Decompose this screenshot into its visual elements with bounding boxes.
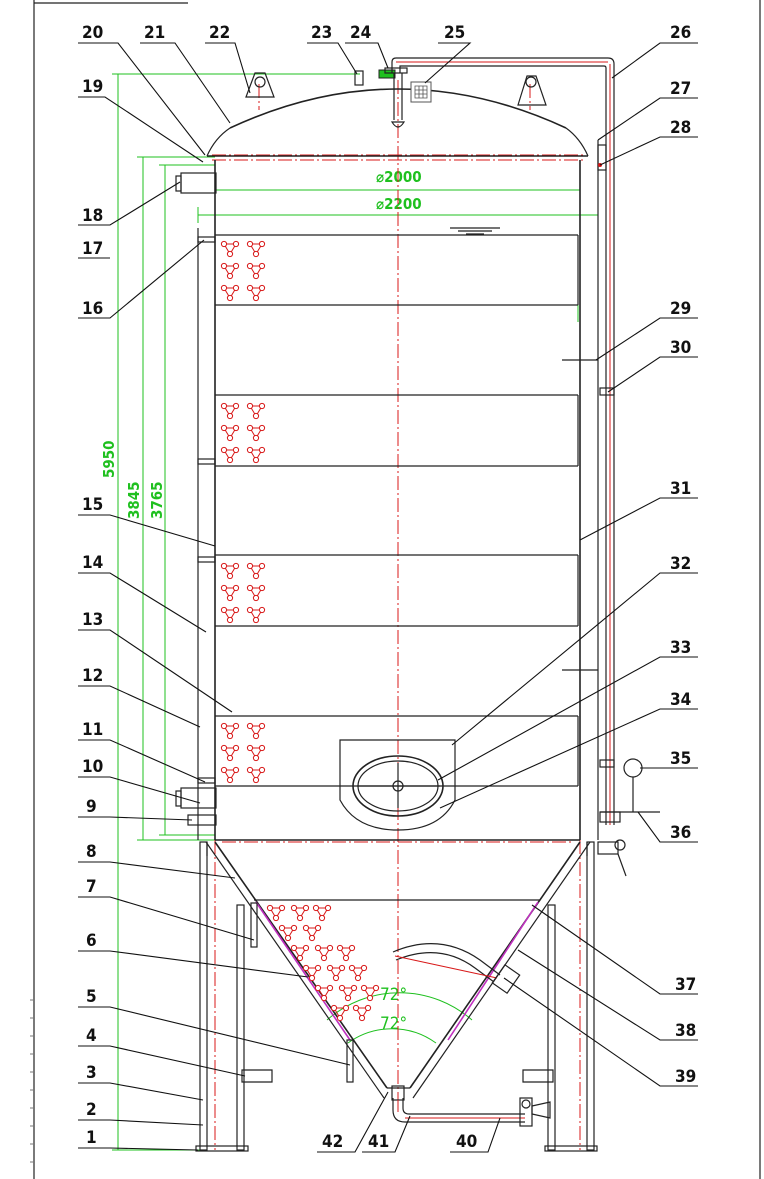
manway-door <box>339 739 456 831</box>
callouts-left: 20 21 22 23 24 25 19 18 17 16 15 14 13 1… <box>82 23 465 1148</box>
label-39: 39 <box>675 1067 696 1087</box>
dim-cone-angle-inner: 72° <box>380 1014 407 1034</box>
dim-inner-diameter: ⌀2000 <box>376 168 422 186</box>
label-41: 41 <box>368 1132 389 1152</box>
label-17: 17 <box>82 239 103 259</box>
label-25: 25 <box>444 23 465 43</box>
label-33: 33 <box>670 638 691 658</box>
label-36: 36 <box>670 823 691 843</box>
label-3: 3 <box>86 1063 97 1083</box>
label-2: 2 <box>86 1100 97 1120</box>
label-1: 1 <box>86 1128 97 1148</box>
label-38: 38 <box>675 1021 696 1041</box>
label-13: 13 <box>82 610 103 630</box>
label-18: 18 <box>82 206 103 226</box>
label-14: 14 <box>82 553 103 573</box>
centerlines <box>212 80 583 1150</box>
dim-height-b: 3765 <box>148 481 166 519</box>
label-6: 6 <box>86 931 97 951</box>
dim-cone-angle-outer: 72° <box>380 985 407 1005</box>
label-40: 40 <box>456 1132 477 1152</box>
label-34: 34 <box>670 690 691 710</box>
label-8: 8 <box>86 842 97 862</box>
label-28: 28 <box>670 118 691 138</box>
label-7: 7 <box>86 877 97 897</box>
tank-cone <box>205 841 591 1101</box>
label-22: 22 <box>209 23 230 43</box>
label-16: 16 <box>82 299 103 319</box>
label-9: 9 <box>86 797 97 817</box>
callouts-right: 26 27 28 29 30 31 32 33 34 35 36 37 38 3… <box>670 23 696 1087</box>
label-37: 37 <box>675 975 696 995</box>
drawing-frame <box>30 0 761 1179</box>
label-29: 29 <box>670 299 691 319</box>
label-30: 30 <box>670 338 691 358</box>
label-24: 24 <box>350 23 371 43</box>
label-23: 23 <box>311 23 332 43</box>
outlet-pipe <box>392 943 551 1127</box>
label-35: 35 <box>670 749 691 769</box>
label-11: 11 <box>82 720 103 740</box>
label-32: 32 <box>670 554 691 574</box>
label-5: 5 <box>86 987 97 1007</box>
support-legs <box>195 841 598 1152</box>
dim-height-a: 3845 <box>125 481 143 519</box>
label-4: 4 <box>86 1026 97 1046</box>
jacket-markers <box>220 240 380 1022</box>
label-10: 10 <box>82 757 103 777</box>
label-26: 26 <box>670 23 691 43</box>
label-12: 12 <box>82 666 103 686</box>
dim-outer-diameter: ⌀2200 <box>376 195 422 213</box>
dimension-lines <box>112 73 599 1151</box>
side-pipe <box>391 57 660 877</box>
leader-lines <box>78 42 698 1153</box>
label-31: 31 <box>670 479 691 499</box>
callouts-bottom: 42 41 40 <box>322 1132 477 1152</box>
label-27: 27 <box>670 79 691 99</box>
top-fittings <box>245 67 547 128</box>
label-15: 15 <box>82 495 103 515</box>
label-21: 21 <box>144 23 165 43</box>
dim-overall-height: 5950 <box>100 440 118 478</box>
label-19: 19 <box>82 77 103 97</box>
side-nozzles <box>175 172 554 1083</box>
label-20: 20 <box>82 23 103 43</box>
label-42: 42 <box>322 1132 343 1152</box>
spray-ball-icon <box>410 81 432 103</box>
